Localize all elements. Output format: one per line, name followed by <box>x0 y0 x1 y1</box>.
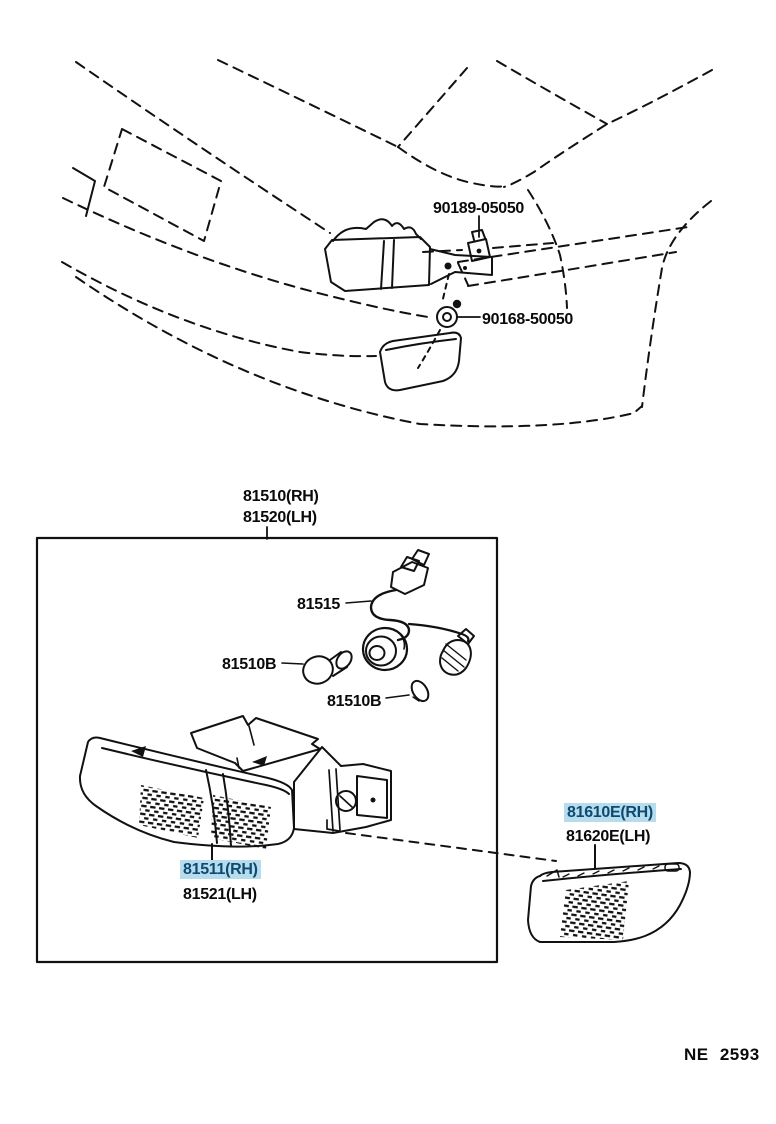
part-label-screw: 90168-50050 <box>482 311 574 328</box>
part-label-bulb-b: 81510B <box>327 693 382 710</box>
part-label-assembly-lh: 81520(LH) <box>243 509 317 526</box>
clip-drawing <box>467 215 491 262</box>
headlamp-unit-sketch <box>324 218 493 292</box>
part-label-bulb-a: 81510B <box>222 656 277 673</box>
part-label-sidemarker-lh: 81620E(LH) <box>566 828 651 845</box>
turnsignal-lens-drawing <box>78 715 392 861</box>
part-label-sidemarker-rh-highlighted[interactable]: 81610E(RH) <box>564 803 656 823</box>
part-label-lens-rh-highlighted[interactable]: 81511(RH) <box>180 860 261 880</box>
parts-box <box>35 526 499 964</box>
part-label-socket-wire: 81515 <box>297 596 340 613</box>
car-front-sketch <box>61 59 713 428</box>
sidemarker-sketch <box>379 331 462 392</box>
part-label-assembly-rh: 81510(RH) <box>243 488 319 505</box>
bulb-a-drawing <box>281 650 353 685</box>
part-label-lens-lh: 81521(LH) <box>183 886 257 903</box>
sheet-code: NE 2593 <box>684 1045 760 1064</box>
screw-drawing <box>417 273 481 369</box>
hood-corner-notch <box>72 167 96 217</box>
leader-lines <box>326 819 557 862</box>
bulb-b-drawing <box>385 679 430 703</box>
sidemarker-lamp-drawing <box>527 844 691 943</box>
harness-drawing <box>345 549 475 676</box>
part-label-clip: 90189-05050 <box>433 200 525 217</box>
